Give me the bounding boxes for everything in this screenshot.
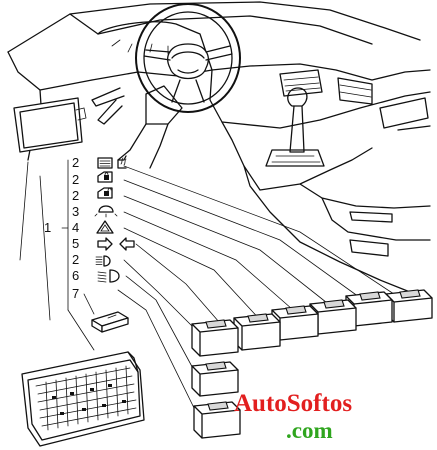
relay	[233, 313, 281, 351]
relay	[193, 401, 241, 439]
callout-number-unlock: 2	[72, 188, 79, 203]
steering-wheel	[135, 3, 241, 113]
fuse-box-cover	[13, 97, 87, 153]
relay	[345, 291, 393, 327]
fuse-relay-box	[21, 351, 145, 447]
leader-panel	[19, 161, 29, 261]
watermark-line-2: .com	[286, 418, 333, 443]
relay-group	[191, 289, 433, 439]
fuse-box-slots	[35, 365, 137, 431]
door-lock-icon	[97, 171, 113, 183]
turn-signal-left-icon	[119, 237, 135, 251]
callout-leaders	[19, 159, 401, 413]
rear-window-defrost-icon	[97, 157, 113, 169]
callout-number-low-beam: 6	[72, 268, 79, 283]
turn-signal-right-icon	[97, 237, 113, 251]
low-beam-icon	[97, 269, 120, 283]
callout-number-indicator: 5	[72, 236, 79, 251]
relay	[309, 299, 357, 335]
callout-number-lock: 2	[72, 172, 79, 187]
watermark-line-1: AutoSoftos	[234, 390, 352, 417]
callout-number-fuse: 7	[72, 286, 79, 301]
blade-fuse-icon	[91, 311, 129, 333]
leader-to-relay-box	[67, 309, 95, 351]
hazard-warning-icon	[96, 220, 114, 234]
relay	[191, 319, 239, 357]
callout-number-defrost: 2	[72, 155, 79, 170]
seat-heater-icon	[117, 155, 127, 169]
dashboard-illustration	[7, 1, 431, 301]
courtesy-light-icon	[94, 205, 118, 218]
relay	[191, 361, 239, 397]
callout-number-high-beam: 2	[72, 252, 79, 267]
relay	[385, 289, 433, 323]
leader-to-fuse-box	[39, 175, 51, 321]
callout-number-courtesy: 3	[72, 204, 79, 219]
watermark: AutoSoftos .com	[234, 390, 352, 443]
door-unlock-icon	[97, 187, 113, 199]
callout-numbers: 1 2 2 2 3 4 5 2 6 7	[44, 155, 79, 301]
callout-main-number: 1	[44, 220, 51, 235]
callout-icons	[94, 155, 135, 283]
callout-number-hazard: 4	[72, 220, 79, 235]
high-beam-icon	[95, 255, 111, 267]
